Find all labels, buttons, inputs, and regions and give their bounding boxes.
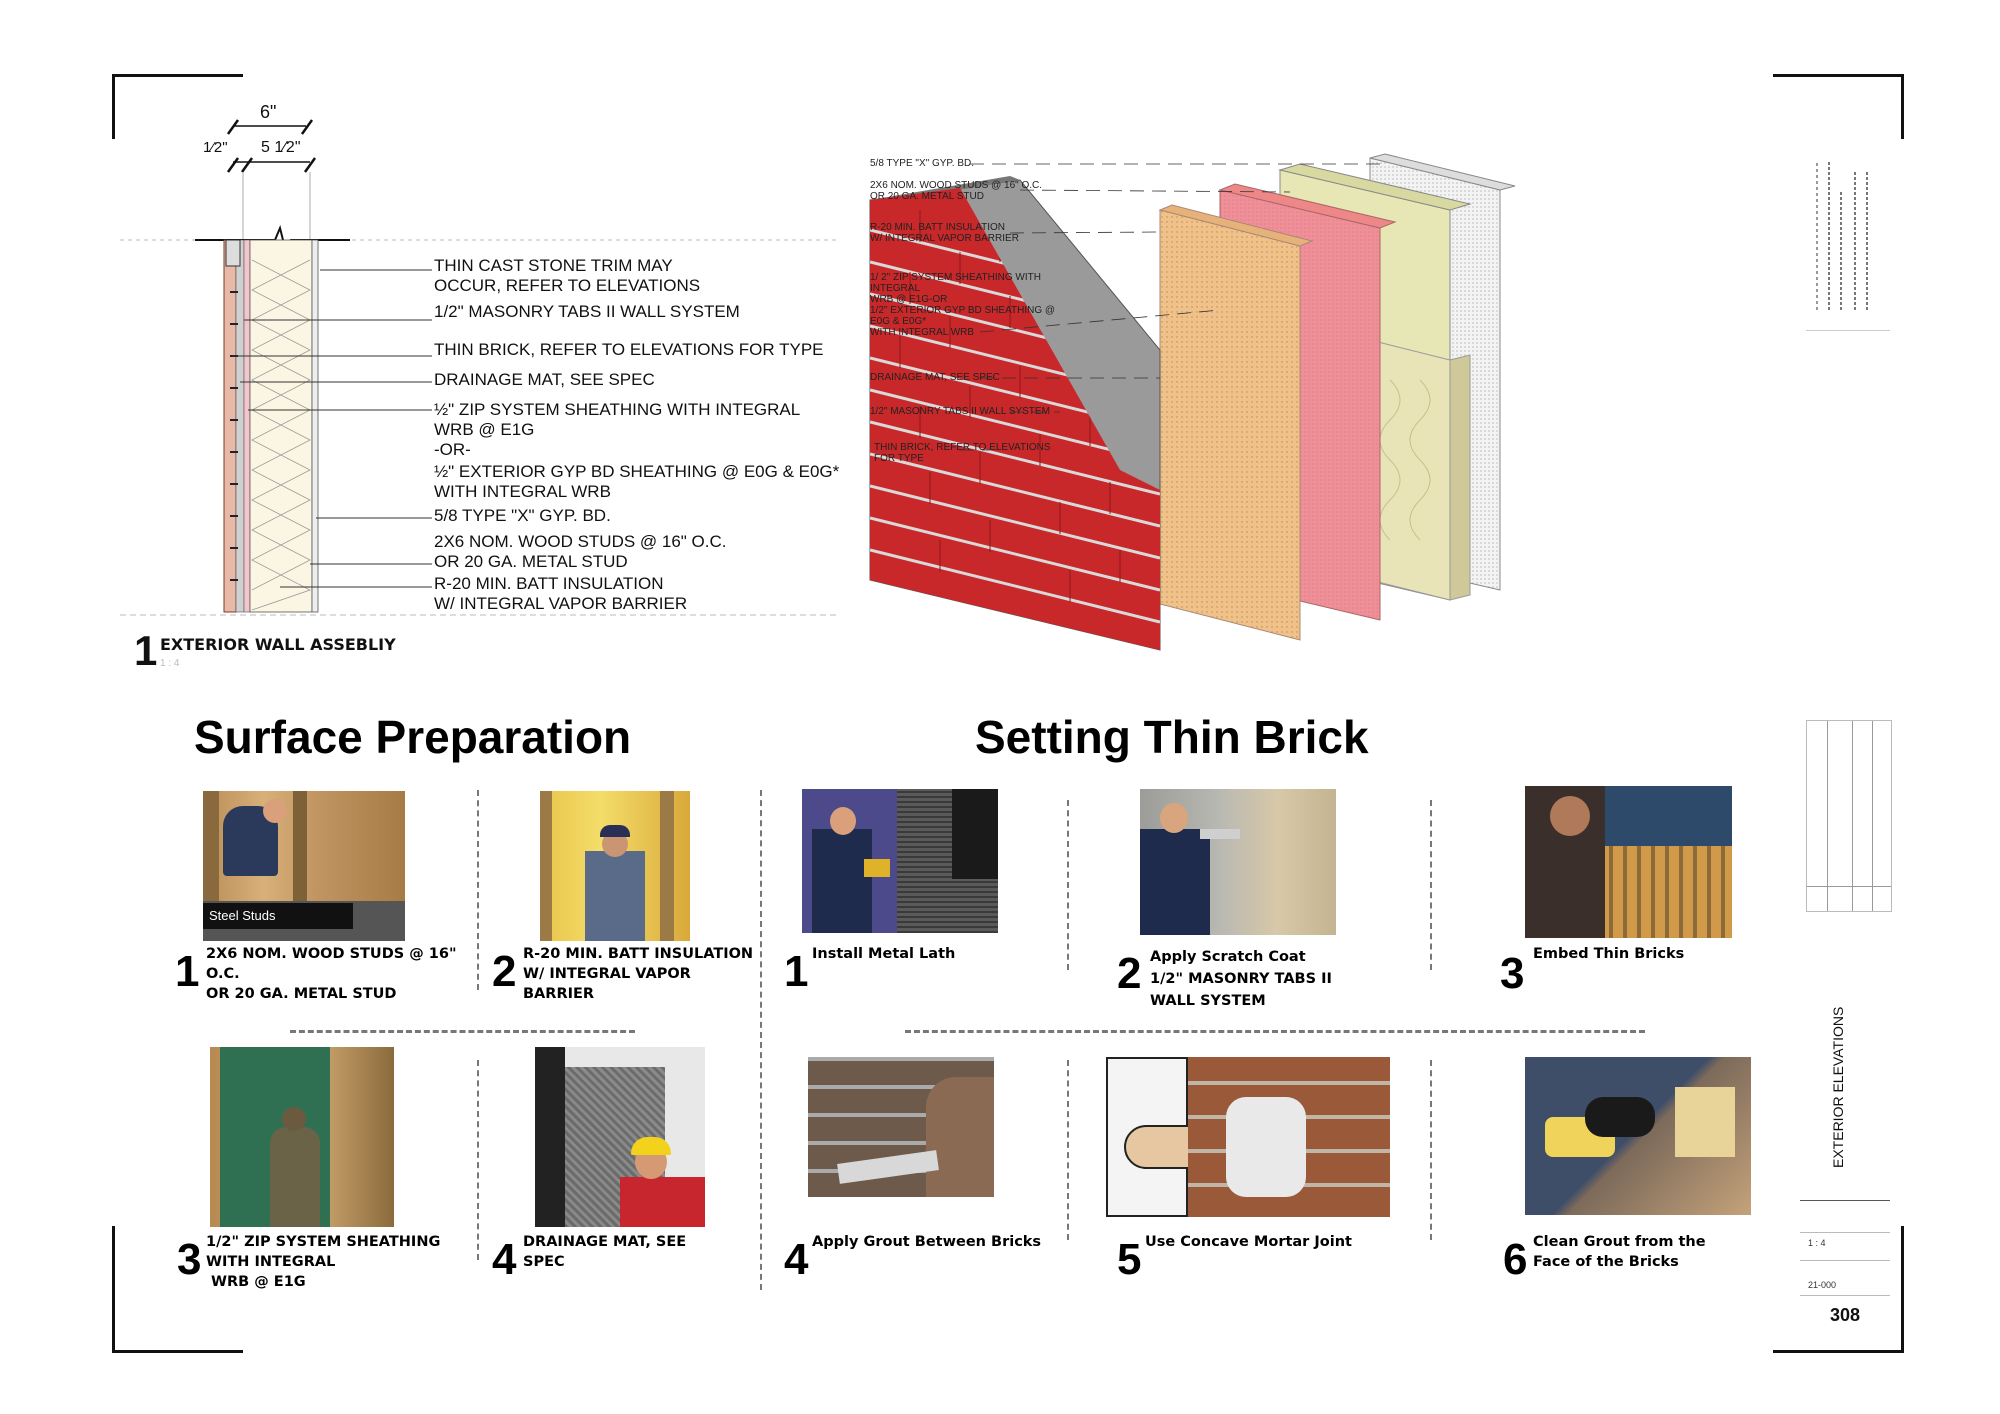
set-step-6-number: 6 (1503, 1235, 1528, 1284)
photo-clean-grout (1525, 1057, 1751, 1215)
note-thin-brick: THIN BRICK, REFER TO ELEVATIONS FOR TYPE (434, 340, 824, 359)
note-zip-2: WRB @ E1G (434, 420, 535, 439)
dim-stud: 5 1⁄2" (261, 139, 301, 156)
iso-wall-drawing (869, 153, 1516, 651)
set-step-5-number: 5 (1117, 1235, 1142, 1284)
set-step-3-number: 3 (1500, 949, 1525, 998)
prep-divider-v2 (477, 1060, 479, 1260)
note-ext-gyp-2: WITH INTEGRAL WRB (434, 482, 611, 501)
note-ext-gyp-1: ½" EXTERIOR GYP BD SHEATHING @ E0G & E0G… (434, 462, 840, 481)
detail-label-number: 1 (134, 627, 158, 674)
wall-section-detail: 6" 1⁄2" 5 1⁄2" THIN CAST STONE TRIM MAY … (120, 100, 840, 680)
note-batt-1: R-20 MIN. BATT INSULATION (434, 574, 664, 593)
set-divider-v2 (1430, 800, 1432, 970)
set-step-4-text: Apply Grout Between Bricks (812, 1234, 1042, 1250)
iso-note-drainage: DRAINAGE MAT, SEE SPEC (870, 372, 1000, 383)
set-step-5-text: Use Concave Mortar Joint (1145, 1234, 1352, 1250)
prep-step-2-number: 2 (492, 947, 517, 996)
prep-step-4-number: 4 (492, 1235, 517, 1284)
iso-note-batt-1: R-20 MIN. BATT INSULATION (870, 222, 1006, 233)
title-block-project-info (1806, 150, 1890, 331)
iso-note-thin-brick-2: FOR TYPE (874, 453, 924, 464)
set-step-1-text: Install Metal Lath (812, 946, 956, 962)
photo-scratch-coat (1140, 789, 1336, 935)
set-step-1-number: 1 (784, 947, 809, 996)
detail-label-scale: 1 : 4 (160, 658, 180, 669)
detail-label-title: EXTERIOR WALL ASSEBLIY (160, 635, 396, 654)
iso-wall-detail: 5/8 TYPE "X" GYP. BD. 2X6 NOM. WOOD STUD… (860, 150, 1760, 660)
frame-corner-br (1773, 1226, 1904, 1353)
set-step-4-number: 4 (784, 1235, 809, 1284)
photo-drainage-mat (535, 1047, 705, 1227)
note-studs-2: OR 20 GA. METAL STUD (434, 552, 628, 571)
frame-corner-tr (1773, 74, 1904, 139)
photo-steel-studs: Steel Studs (203, 791, 405, 941)
set-divider-v4 (1430, 1060, 1432, 1240)
iso-note-thin-brick-1: THIN BRICK, REFER TO ELEVATIONS (874, 442, 1051, 453)
note-stone-trim-2: OCCUR, REFER TO ELEVATIONS (434, 276, 701, 295)
photo-metal-lath (802, 789, 998, 933)
photo-concave-joint (1106, 1057, 1390, 1217)
frame-corner-tl (112, 74, 243, 139)
photo-batt-insulation (540, 791, 690, 941)
iso-note-studs-1: 2X6 NOM. WOOD STUDS @ 16" O.C. (870, 180, 1043, 191)
wall-section-drawing (120, 119, 840, 616)
iso-note-batt-2: W/ INTEGRAL VAPOR BARRIER (870, 233, 1019, 244)
note-stone-trim-1: THIN CAST STONE TRIM MAY (434, 256, 673, 275)
note-batt-2: W/ INTEGRAL VAPOR BARRIER (434, 594, 688, 613)
note-zip-1: ½" ZIP SYSTEM SHEATHING WITH INTEGRAL (434, 400, 801, 419)
dim-total: 6" (260, 102, 277, 122)
photo-apply-grout (808, 1057, 994, 1197)
title-block-revisions (1806, 720, 1892, 912)
iso-note-studs-2: OR 20 GA. METAL STUD (870, 191, 984, 202)
set-divider-v3 (1067, 1060, 1069, 1240)
iso-note-masonry: 1/2" MASONRY TABS II WALL SYSTEM (870, 406, 1050, 417)
setting-title: Setting Thin Brick (975, 711, 1369, 763)
note-or: -OR- (434, 440, 471, 459)
iso-note-zip-2: INTEGRAL (870, 283, 921, 294)
dim-half: 1⁄2" (203, 139, 228, 156)
iso-note-gyp: 5/8 TYPE "X" GYP. BD. (870, 158, 974, 169)
frame-corner-bl (112, 1226, 243, 1353)
iso-note-zip-4: 1/2" EXTERIOR GYP BD SHEATHING @ (870, 305, 1056, 316)
prep-divider-v1 (477, 790, 479, 990)
note-studs-1: 2X6 NOM. WOOD STUDS @ 16" O.C. (434, 532, 727, 551)
set-divider-v1 (1067, 800, 1069, 970)
note-type-x-gyp: 5/8 TYPE "X" GYP. BD. (434, 506, 611, 525)
note-drainage-mat: DRAINAGE MAT, SEE SPEC (434, 370, 655, 389)
title-block: EXTERIOR ELEVATIONS 1 : 4 21-000 308 (1800, 80, 1892, 1350)
prep-divider-h (290, 1030, 635, 1033)
iso-note-zip-5: E0G & E0G* (870, 316, 927, 327)
prep-step-1-number: 1 (175, 947, 200, 996)
set-divider-h (905, 1030, 1645, 1033)
prep-step-3-number: 3 (177, 1235, 202, 1284)
iso-note-zip-6: WITH INTEGRAL WRB (870, 327, 975, 338)
title-block-project-number: 21-000 (1808, 1280, 1837, 1290)
surface-prep-title: Surface Preparation (194, 711, 632, 763)
iso-note-zip-3: WRB @ E1G-OR (870, 294, 948, 305)
photo-zip-sheathing (210, 1047, 394, 1227)
note-masonry-tabs: 1/2" MASONRY TABS II WALL SYSTEM (434, 302, 740, 321)
section-divider (760, 790, 762, 1290)
sheet-title: EXTERIOR ELEVATIONS (1830, 1006, 1846, 1168)
prep-step-1-text: 2X6 NOM. WOOD STUDS @ 16"O.C.OR 20 GA. M… (206, 946, 457, 1002)
sheet-number: 308 (1829, 1305, 1861, 1325)
photo-caption-steel-studs: Steel Studs (203, 903, 353, 929)
set-step-2-number: 2 (1117, 949, 1142, 998)
set-step-3-text: Embed Thin Bricks (1533, 946, 1685, 962)
iso-note-zip-1: 1/ 2" ZIP SYSTEM SHEATHING WITH (870, 272, 1041, 283)
photo-embed-bricks (1525, 786, 1732, 938)
title-block-scale: 1 : 4 (1808, 1238, 1826, 1248)
